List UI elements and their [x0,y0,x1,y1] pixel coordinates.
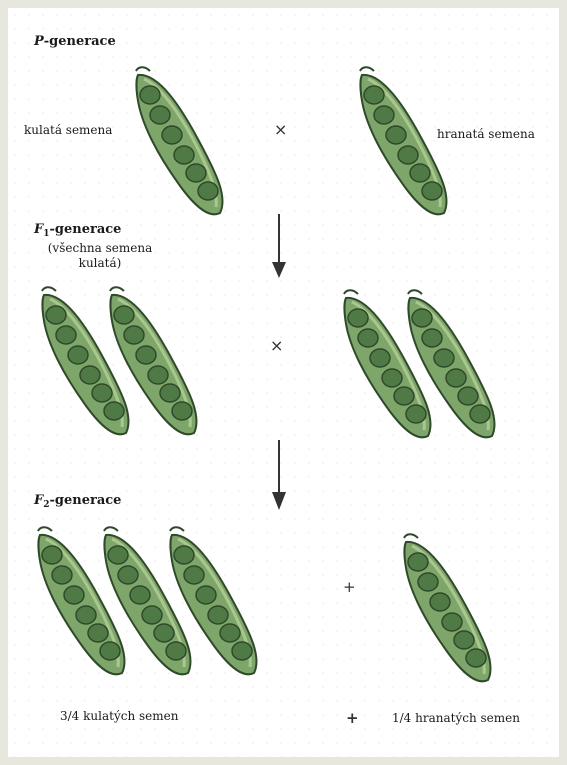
pea-icon [412,309,432,327]
pea-icon [358,329,378,347]
f2-generation-title: F2-generace [34,493,121,513]
pod-f2-4-icon [396,532,506,687]
pea-icon [124,326,144,344]
pea-icon [80,366,100,384]
p-generation-letter: P [34,34,44,49]
pea-icon [454,631,474,649]
p-cross-symbol: × [274,120,287,139]
pod-p-angular-icon [352,65,462,220]
pea-icon [434,349,454,367]
pea-icon [198,182,218,200]
pea-icon [422,182,442,200]
pea-icon [56,326,76,344]
pea-icon [160,384,180,402]
arrow-f1-to-f2-icon [268,438,290,514]
pea-icon [374,106,394,124]
pod-p-round-icon [128,65,238,220]
pea-icon [108,546,128,564]
pea-icon [162,126,182,144]
pea-icon [196,586,216,604]
pea-icon [430,593,450,611]
f1-note: (všechna semena kulatá) [40,241,160,271]
arrow-p-to-f1-icon [268,212,290,282]
pea-icon [466,649,486,667]
p-generation-label: -generace [44,34,116,49]
pea-icon [52,566,72,584]
pod-f1-4-icon [400,288,510,443]
f2-generation-label: -generace [50,493,122,508]
pea-icon [136,346,156,364]
pea-icon [458,387,478,405]
pea-icon [142,606,162,624]
f1-note-line2: kulatá) [40,256,160,271]
pea-icon [76,606,96,624]
pea-icon [114,306,134,324]
f2-plus-symbol: + [343,578,356,596]
pea-icon [398,146,418,164]
pea-icon [446,369,466,387]
f2-right-plus: + [346,709,359,727]
pod-f1-2-icon [102,285,212,440]
f1-generation-title: F1-generace [34,222,121,242]
pea-icon [42,546,62,564]
f1-cross-symbol: × [270,336,283,355]
pea-icon [174,546,194,564]
pea-icon [370,349,390,367]
f1-generation-letter: F [34,222,43,237]
f2-left-label: 3/4 kulatých semen [60,709,178,724]
f2-generation-letter: F [34,493,43,508]
pea-icon [208,606,228,624]
pod-f2-3-icon [162,525,272,680]
pea-icon [46,306,66,324]
pea-icon [172,402,192,420]
pea-icon [184,566,204,584]
pea-icon [174,146,194,164]
f1-generation-label: -generace [50,222,122,237]
pea-icon [470,405,490,423]
pea-icon [422,329,442,347]
pea-icon [364,86,384,104]
pea-icon [386,126,406,144]
p-left-label: kulatá semena [24,123,112,138]
pea-icon [220,624,240,642]
pea-icon [232,642,252,660]
pea-icon [382,369,402,387]
pea-icon [68,346,88,364]
pea-icon [408,553,428,571]
pea-icon [186,164,206,182]
p-generation-title: P-generace [34,34,116,49]
pea-icon [140,86,160,104]
pea-icon [150,106,170,124]
pea-icon [410,164,430,182]
pea-icon [348,309,368,327]
f2-right-label: 1/4 hranatých semen [392,711,520,726]
pea-icon [148,366,168,384]
pea-icon [130,586,150,604]
pea-icon [64,586,84,604]
pea-icon [442,613,462,631]
pea-icon [418,573,438,591]
pea-icon [118,566,138,584]
f1-note-line1: (všechna semena [40,241,160,256]
